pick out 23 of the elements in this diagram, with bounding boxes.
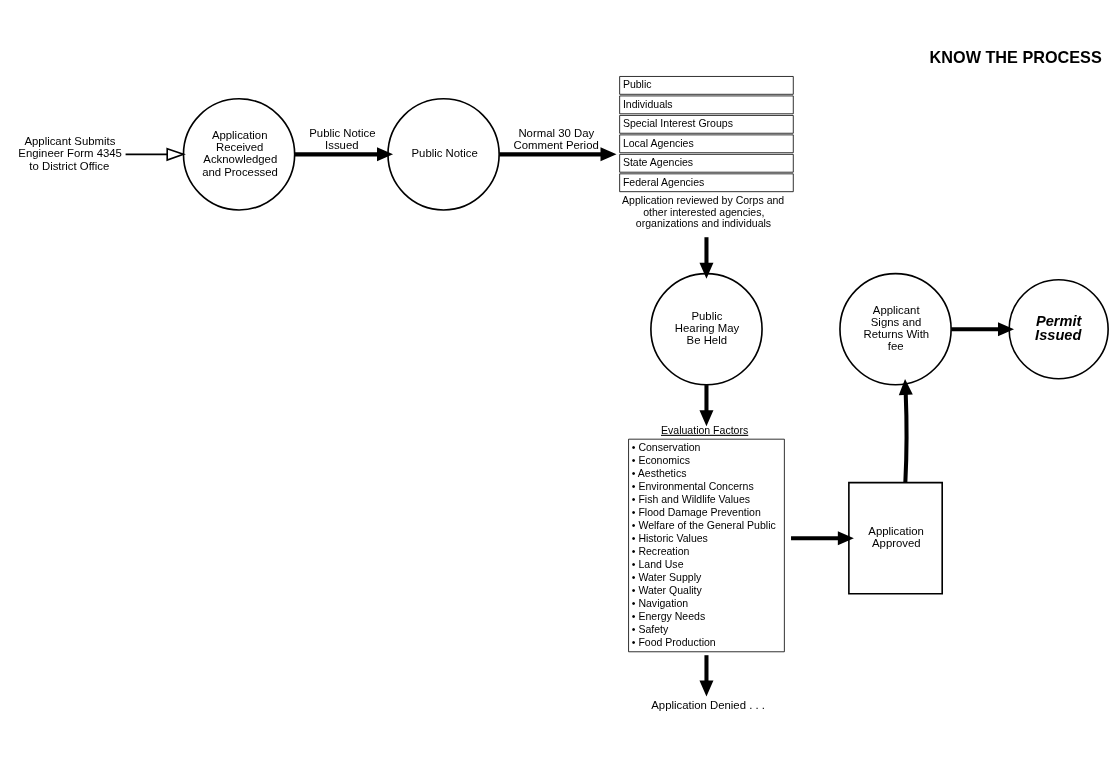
node-circle: Public Notice (387, 97, 500, 211)
arrow (294, 147, 394, 162)
node-text: Applicant Submits Engineer Form 4345 to District Office (18, 135, 122, 172)
edge-label: Normal 30 Day Comment Period (513, 126, 599, 151)
arrow (124, 147, 186, 162)
node-circle: Permit Issued (1008, 278, 1109, 380)
edge-label: Public Notice Issued (309, 126, 376, 151)
arrow (898, 378, 913, 483)
arrow (951, 322, 1014, 337)
node-circle: Public Hearing May Be Held (650, 272, 763, 386)
node-label: Evaluation Factors (661, 423, 749, 436)
node-label: Application reviewed by Corps and other interested agencies, organizations and individuals (622, 194, 785, 229)
node-circle: Applicant Signs and Returns With fee (839, 272, 952, 386)
node-text: Application Denied . . . (651, 699, 765, 712)
arrow (499, 147, 617, 162)
node-box: • Conservation • Economics • Aesthetics • Environmental Concerns • Fish and Wildlife Values • Flood Damage Prevention • Welfare of the General Public • Historic Values • Recreation • Land Use • Water Supply • Water Quality • Navigation • Energy Needs • Safety • Food Production (628, 438, 785, 653)
arrow (699, 385, 714, 427)
arrow (791, 531, 854, 546)
diagram-title: KNOW THE PROCESS (929, 47, 1102, 66)
arrow (699, 237, 714, 279)
node-circle: Application Received Acknowledged and Processed (182, 97, 296, 211)
arrow (699, 655, 714, 697)
node-box: Application Approved (848, 481, 943, 595)
